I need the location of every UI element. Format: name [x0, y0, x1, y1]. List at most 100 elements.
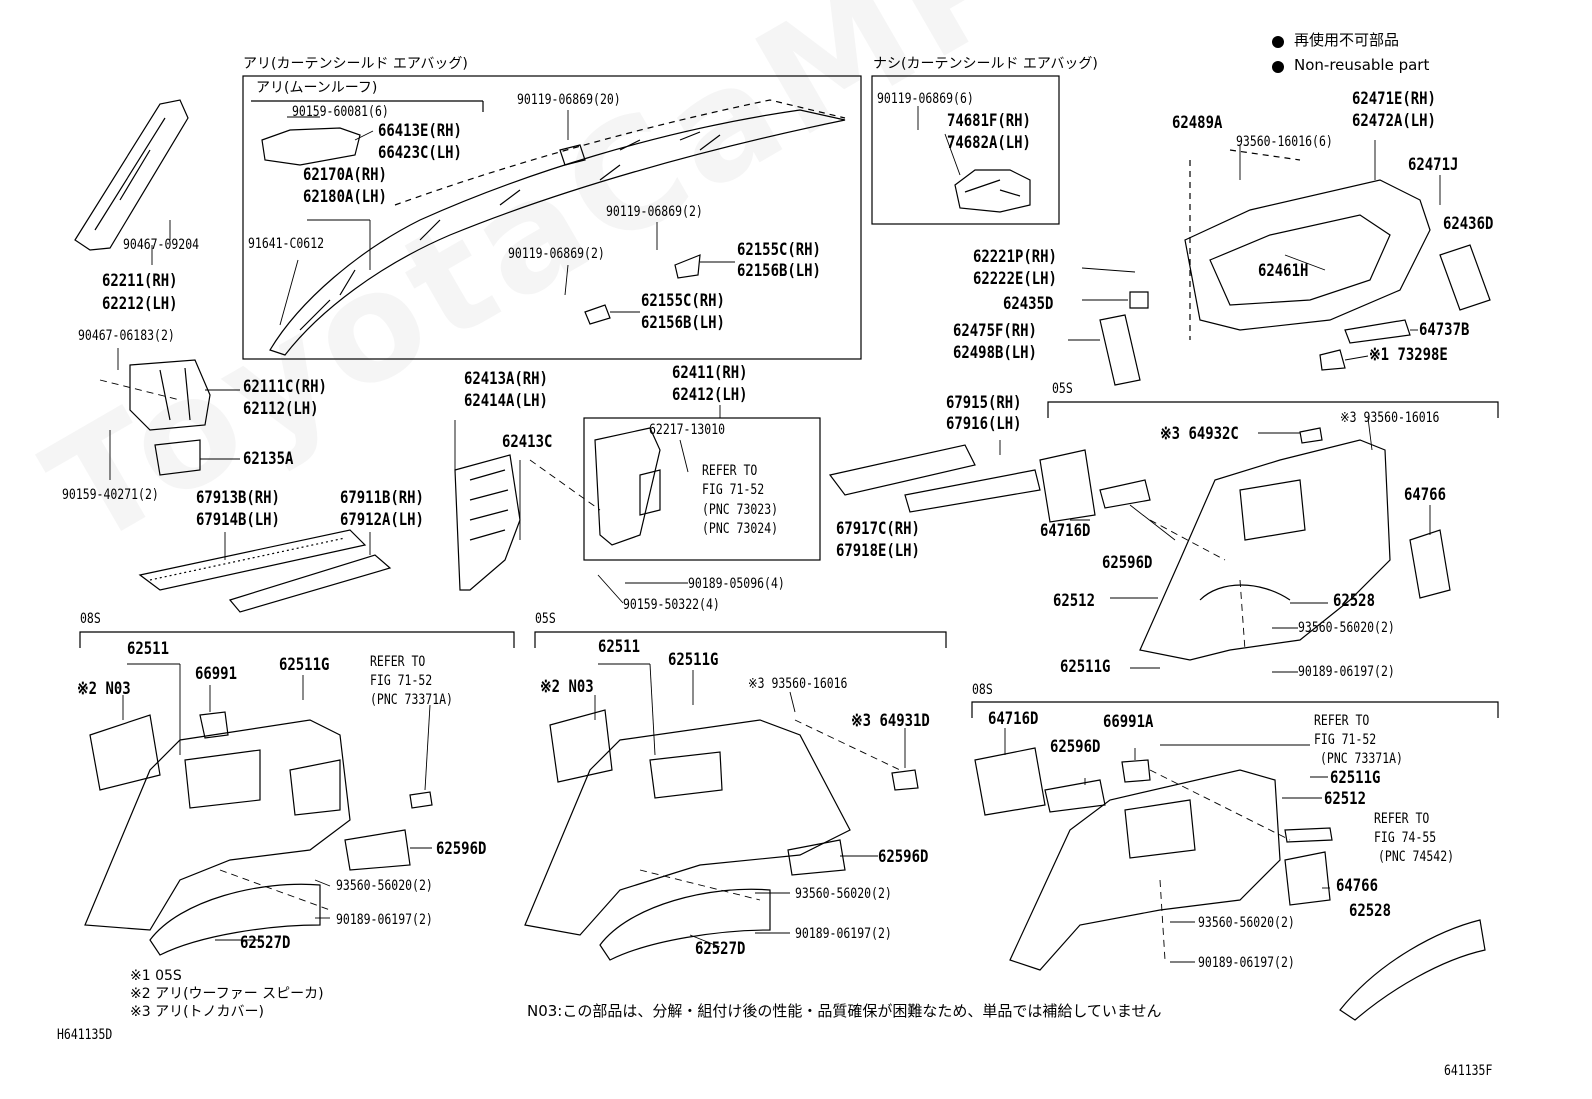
- box-62596d: [1099, 479, 1151, 509]
- part-label: 62155C(RH): [641, 291, 725, 311]
- group-05s-mid: 05S: [535, 611, 556, 627]
- quarter-62511-05s-mid: [524, 719, 851, 936]
- scuff-67915: [828, 444, 976, 496]
- part-label: 90467-09204: [123, 237, 200, 253]
- part-label: REFER TO: [1374, 811, 1430, 827]
- part-label: 64716D: [988, 709, 1039, 729]
- footnote-3: ※3 アリ(トノカバー): [130, 1004, 265, 1020]
- legend-en: Non-reusable part: [1294, 56, 1430, 74]
- part-label: 62212(LH): [102, 294, 178, 314]
- scuff-67911b: [228, 554, 392, 613]
- part-label: (PNC 73023): [702, 502, 779, 518]
- part-label: 90189-06197(2): [1298, 664, 1395, 680]
- diagram-code-right: 641135F: [1444, 1063, 1493, 1079]
- grille-64766: [1409, 529, 1451, 599]
- part-label: ※2 N03: [540, 677, 594, 697]
- part-label: (PNC 73371A): [370, 692, 453, 708]
- part-label: 67911B(RH): [340, 488, 424, 508]
- footnote-n03: N03:この部品は、分解・組付け後の性能・品質確保が困難なため、単品では補給して…: [527, 1002, 1162, 1020]
- part-label: 67916(LH): [946, 414, 1022, 434]
- part-label: 93560-16016(6): [1236, 134, 1333, 150]
- footnote-1: ※1 05S: [130, 968, 182, 984]
- part-label: 62112(LH): [243, 399, 319, 419]
- airbag-frame: [242, 75, 862, 360]
- part-label: 62489A: [1172, 113, 1223, 133]
- part-label: ※1 73298E: [1369, 345, 1448, 365]
- group-05s-right: 05S: [1052, 381, 1073, 397]
- curtain-airbag-shape: [269, 99, 846, 356]
- part-label: 62217-13010: [649, 422, 726, 438]
- grille-64716d-right: [974, 747, 1046, 816]
- group-moonroof: アリ(ムーンルーフ): [256, 80, 378, 96]
- part-label: FIG 71-52: [702, 482, 765, 498]
- part-label: 93560-56020(2): [1298, 620, 1395, 636]
- part-label: 66991: [195, 664, 237, 684]
- part-label: 62461H: [1258, 261, 1309, 281]
- part-label: FIG 71-52: [370, 673, 433, 689]
- part-label: FIG 71-52: [1314, 732, 1377, 748]
- part-label: 62156B(LH): [641, 313, 725, 333]
- part-label: 90119-06869(6): [877, 91, 974, 107]
- box-62596d-left: [344, 829, 411, 871]
- bracket-66413e: [261, 127, 361, 166]
- no-airbag-frame: [871, 75, 1060, 225]
- part-label: 67914B(LH): [196, 510, 280, 530]
- part-label: 62413C: [502, 432, 553, 452]
- group-08s-right: 08S: [972, 682, 993, 698]
- part-64932c: [1299, 427, 1323, 444]
- scuff-67913b: [138, 529, 367, 591]
- part-label: 62180A(LH): [303, 187, 387, 207]
- part-label: ※3 93560-16016: [1340, 410, 1440, 426]
- group-08s-left: 08S: [80, 611, 101, 627]
- part-73298e: [1319, 349, 1346, 371]
- part-label: 90189-06197(2): [336, 912, 433, 928]
- part-label: 74682A(LH): [947, 133, 1031, 153]
- part-label: 62413A(RH): [464, 369, 548, 389]
- part-label: REFER TO: [370, 654, 426, 670]
- part-label: 90159-40271(2): [62, 487, 159, 503]
- legend-dot-icon: [1272, 36, 1284, 48]
- part-label: 62211(RH): [102, 271, 178, 291]
- part-label: 67918E(LH): [836, 541, 920, 561]
- part-label: 62156B(LH): [737, 261, 821, 281]
- quarter-upper-62471e: [1184, 179, 1431, 331]
- part-62436d: [1439, 244, 1491, 311]
- part-label: 90189-06197(2): [795, 926, 892, 942]
- pillar-62211: [74, 99, 189, 251]
- pillar-62411: [594, 427, 661, 546]
- part-label: ※3 64932C: [1160, 424, 1239, 444]
- bracket-05s-mid: [534, 631, 947, 648]
- clips-62155c: [584, 254, 701, 325]
- part-label: 90189-05096(4): [688, 576, 785, 592]
- part-label: 67912A(LH): [340, 510, 424, 530]
- part-label: 62527D: [240, 933, 291, 953]
- pillar-frame: [583, 417, 821, 561]
- part-label: 62472A(LH): [1352, 111, 1436, 131]
- box-62596d-right: [1044, 779, 1106, 813]
- part-label: 62411(RH): [672, 363, 748, 383]
- part-label: 90189-06197(2): [1198, 955, 1295, 971]
- part-label: 62512: [1324, 789, 1366, 809]
- legend-jp: 再使用不可部品: [1294, 31, 1400, 49]
- part-label: 62528: [1333, 591, 1375, 611]
- panel-62111c: [129, 359, 211, 431]
- diagram-code-left: H641135D: [57, 1027, 113, 1043]
- part-label: 62414A(LH): [464, 391, 548, 411]
- grille-64716d: [1039, 449, 1096, 523]
- part-label: 62221P(RH): [973, 247, 1057, 267]
- part-label: 93560-56020(2): [1198, 915, 1295, 931]
- part-label: 90119-06869(2): [508, 246, 605, 262]
- part-66991a: [1121, 759, 1151, 783]
- part-label: 66991A: [1103, 712, 1154, 732]
- part-label: 62596D: [436, 839, 487, 859]
- part-label: 62170A(RH): [303, 165, 387, 185]
- part-label: 64737B: [1419, 320, 1470, 340]
- part-label: 62596D: [878, 847, 929, 867]
- scuff-67917c: [904, 469, 1041, 513]
- bracket-05s-right: [1047, 401, 1499, 418]
- part-label: 67917C(RH): [836, 519, 920, 539]
- bracket-08s-left: [79, 631, 515, 648]
- trim-62527d-mid: [599, 888, 771, 961]
- leader-lines: [109, 106, 1441, 963]
